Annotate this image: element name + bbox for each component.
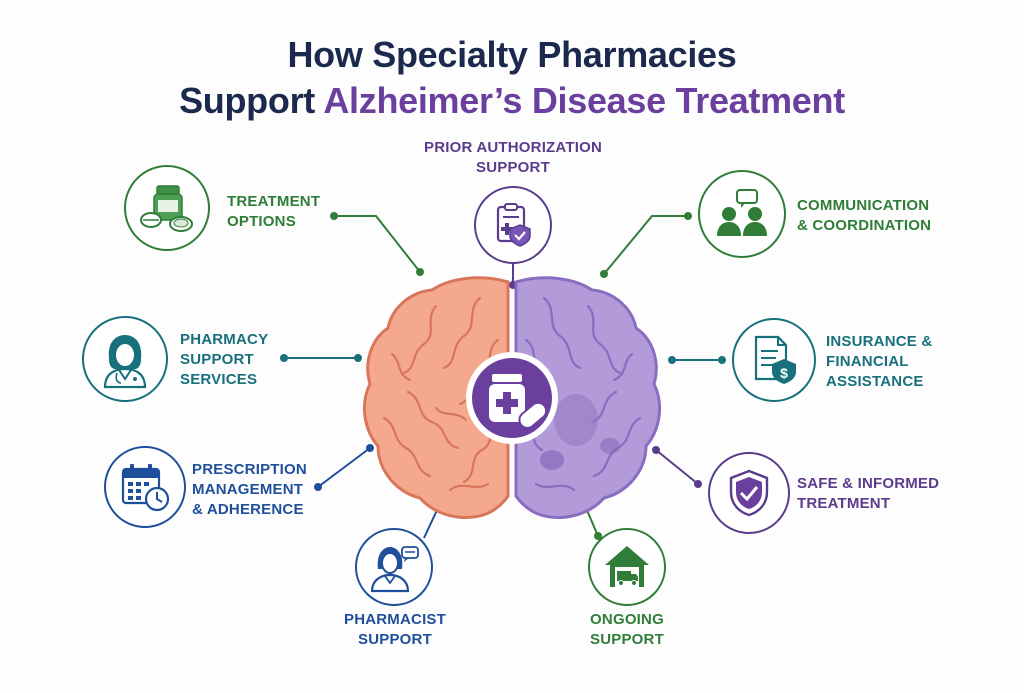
safe-treatment-icon-circle [708,452,790,534]
connector-communication [603,215,688,275]
communication-icon-circle [698,170,786,258]
communication-label: COMMUNICATION & COORDINATION [797,197,932,234]
svg-text:$: $ [780,365,788,381]
clipboard-shield-icon [496,203,531,247]
title-line-1: How Specialty Pharmacies [287,34,737,75]
connector-pharmacist [423,507,439,539]
prescription-label: PRESCRIPTION MANAGEMENT & ADHERENCE [192,461,307,518]
connector-safe [655,449,699,485]
prior-authorization-label: PRIOR AUTHORIZATION SUPPORT [424,139,602,176]
brain-medication-icon [466,352,558,444]
document-dollar-shield-icon: $ [754,335,796,384]
connector-treatment [334,215,421,273]
insurance-label: INSURANCE & FINANCIAL ASSISTANCE [826,333,933,390]
medication-bottle-icon [140,185,193,232]
pharmacist-chat-icon [370,546,419,593]
connector-ongoing [585,507,599,537]
pharmacist-support-label: PHARMACIST SUPPORT [344,611,446,648]
pharmacy-support-label: PHARMACY SUPPORT SERVICES [180,331,269,388]
connector-prescription [317,447,371,488]
people-chat-icon [717,189,767,236]
pharmacist-woman-icon [103,335,147,389]
prescription-icon-circle [104,446,186,528]
brain-left-hemisphere [363,276,510,519]
safe-treatment-label: SAFE & INFORMED TREATMENT [797,475,940,512]
pharmacy-support-icon-circle [82,316,168,402]
calendar-clock-icon [121,464,170,512]
title-highlight: Alzheimer’s Disease Treatment [323,80,845,121]
shield-check-icon [729,469,769,517]
prior-authorization-icon-circle [474,186,552,264]
ongoing-support-icon-circle [588,528,666,606]
insurance-icon-circle: $ [732,318,816,402]
title-line-2: Support Alzheimer’s Disease Treatment [0,80,1024,122]
ongoing-support-label: ONGOING SUPPORT [590,611,664,648]
brain-illustration [363,276,661,519]
pharmacist-support-icon-circle [355,528,433,606]
home-delivery-icon [605,546,649,587]
title-line-2-prefix: Support [179,80,324,121]
treatment-options-icon-circle [124,165,210,251]
treatment-options-label: TREATMENT OPTIONS [227,193,321,230]
